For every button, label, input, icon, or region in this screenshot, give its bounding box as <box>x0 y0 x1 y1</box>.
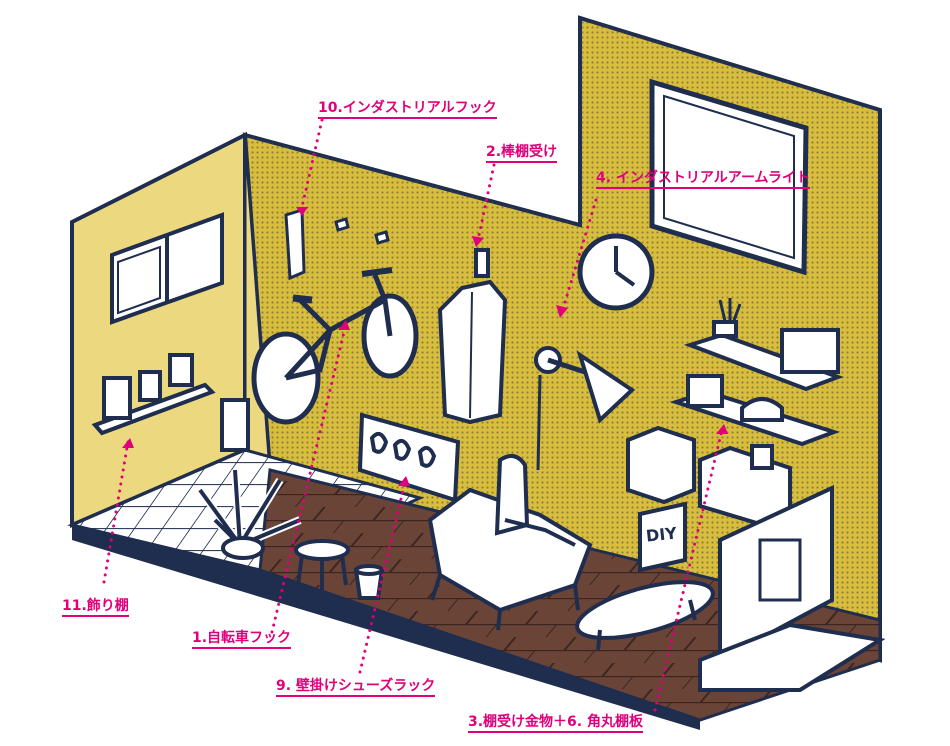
arrow-light <box>556 305 568 318</box>
arrow-shelf <box>122 438 134 448</box>
bicycle <box>251 267 419 425</box>
sofa <box>427 454 593 631</box>
potted-plant <box>196 398 302 560</box>
label-decor-shelf: 11.飾り棚 <box>62 598 129 617</box>
leader-rod <box>476 163 496 242</box>
arrow-bike <box>338 320 350 330</box>
arm-light <box>534 346 636 471</box>
left-window <box>110 212 224 325</box>
oval-table <box>575 580 715 651</box>
diy-poster: DIY <box>638 501 687 573</box>
leader-bike <box>270 326 347 634</box>
arrow-shoe <box>398 476 410 486</box>
label-bracket-shelf: 3.棚受け金物＋6. 角丸棚板 <box>468 714 643 733</box>
label-rod-bracket: 2.棒棚受け <box>486 144 558 163</box>
leader-lines <box>102 118 728 712</box>
label-shoe-rack: 9. 壁掛けシューズラック <box>276 678 436 697</box>
stool <box>294 539 350 590</box>
decor-shelf <box>91 353 216 436</box>
wall-clock <box>577 233 655 311</box>
hanging-coat <box>437 248 508 425</box>
arrow-hook <box>296 207 308 216</box>
right-window <box>649 78 809 276</box>
tv-stand <box>698 484 886 692</box>
label-bike-hook: 1.自転車フック <box>192 630 292 649</box>
arrow-bracket <box>716 424 728 434</box>
leader-shelf <box>102 440 130 584</box>
arrow-rod <box>472 236 484 247</box>
leader-shoe <box>358 480 407 674</box>
leader-hook <box>300 118 324 209</box>
label-industrial-hook: 10.インダストリアルフック <box>318 100 497 119</box>
wall-shelves <box>669 298 844 447</box>
bucket <box>353 564 385 600</box>
label-arm-light: 4. インダストリアルアームライト <box>596 170 810 189</box>
poster-text: DIY <box>645 523 678 545</box>
industrial-hooks <box>284 207 390 281</box>
leader-bracket <box>653 428 724 712</box>
